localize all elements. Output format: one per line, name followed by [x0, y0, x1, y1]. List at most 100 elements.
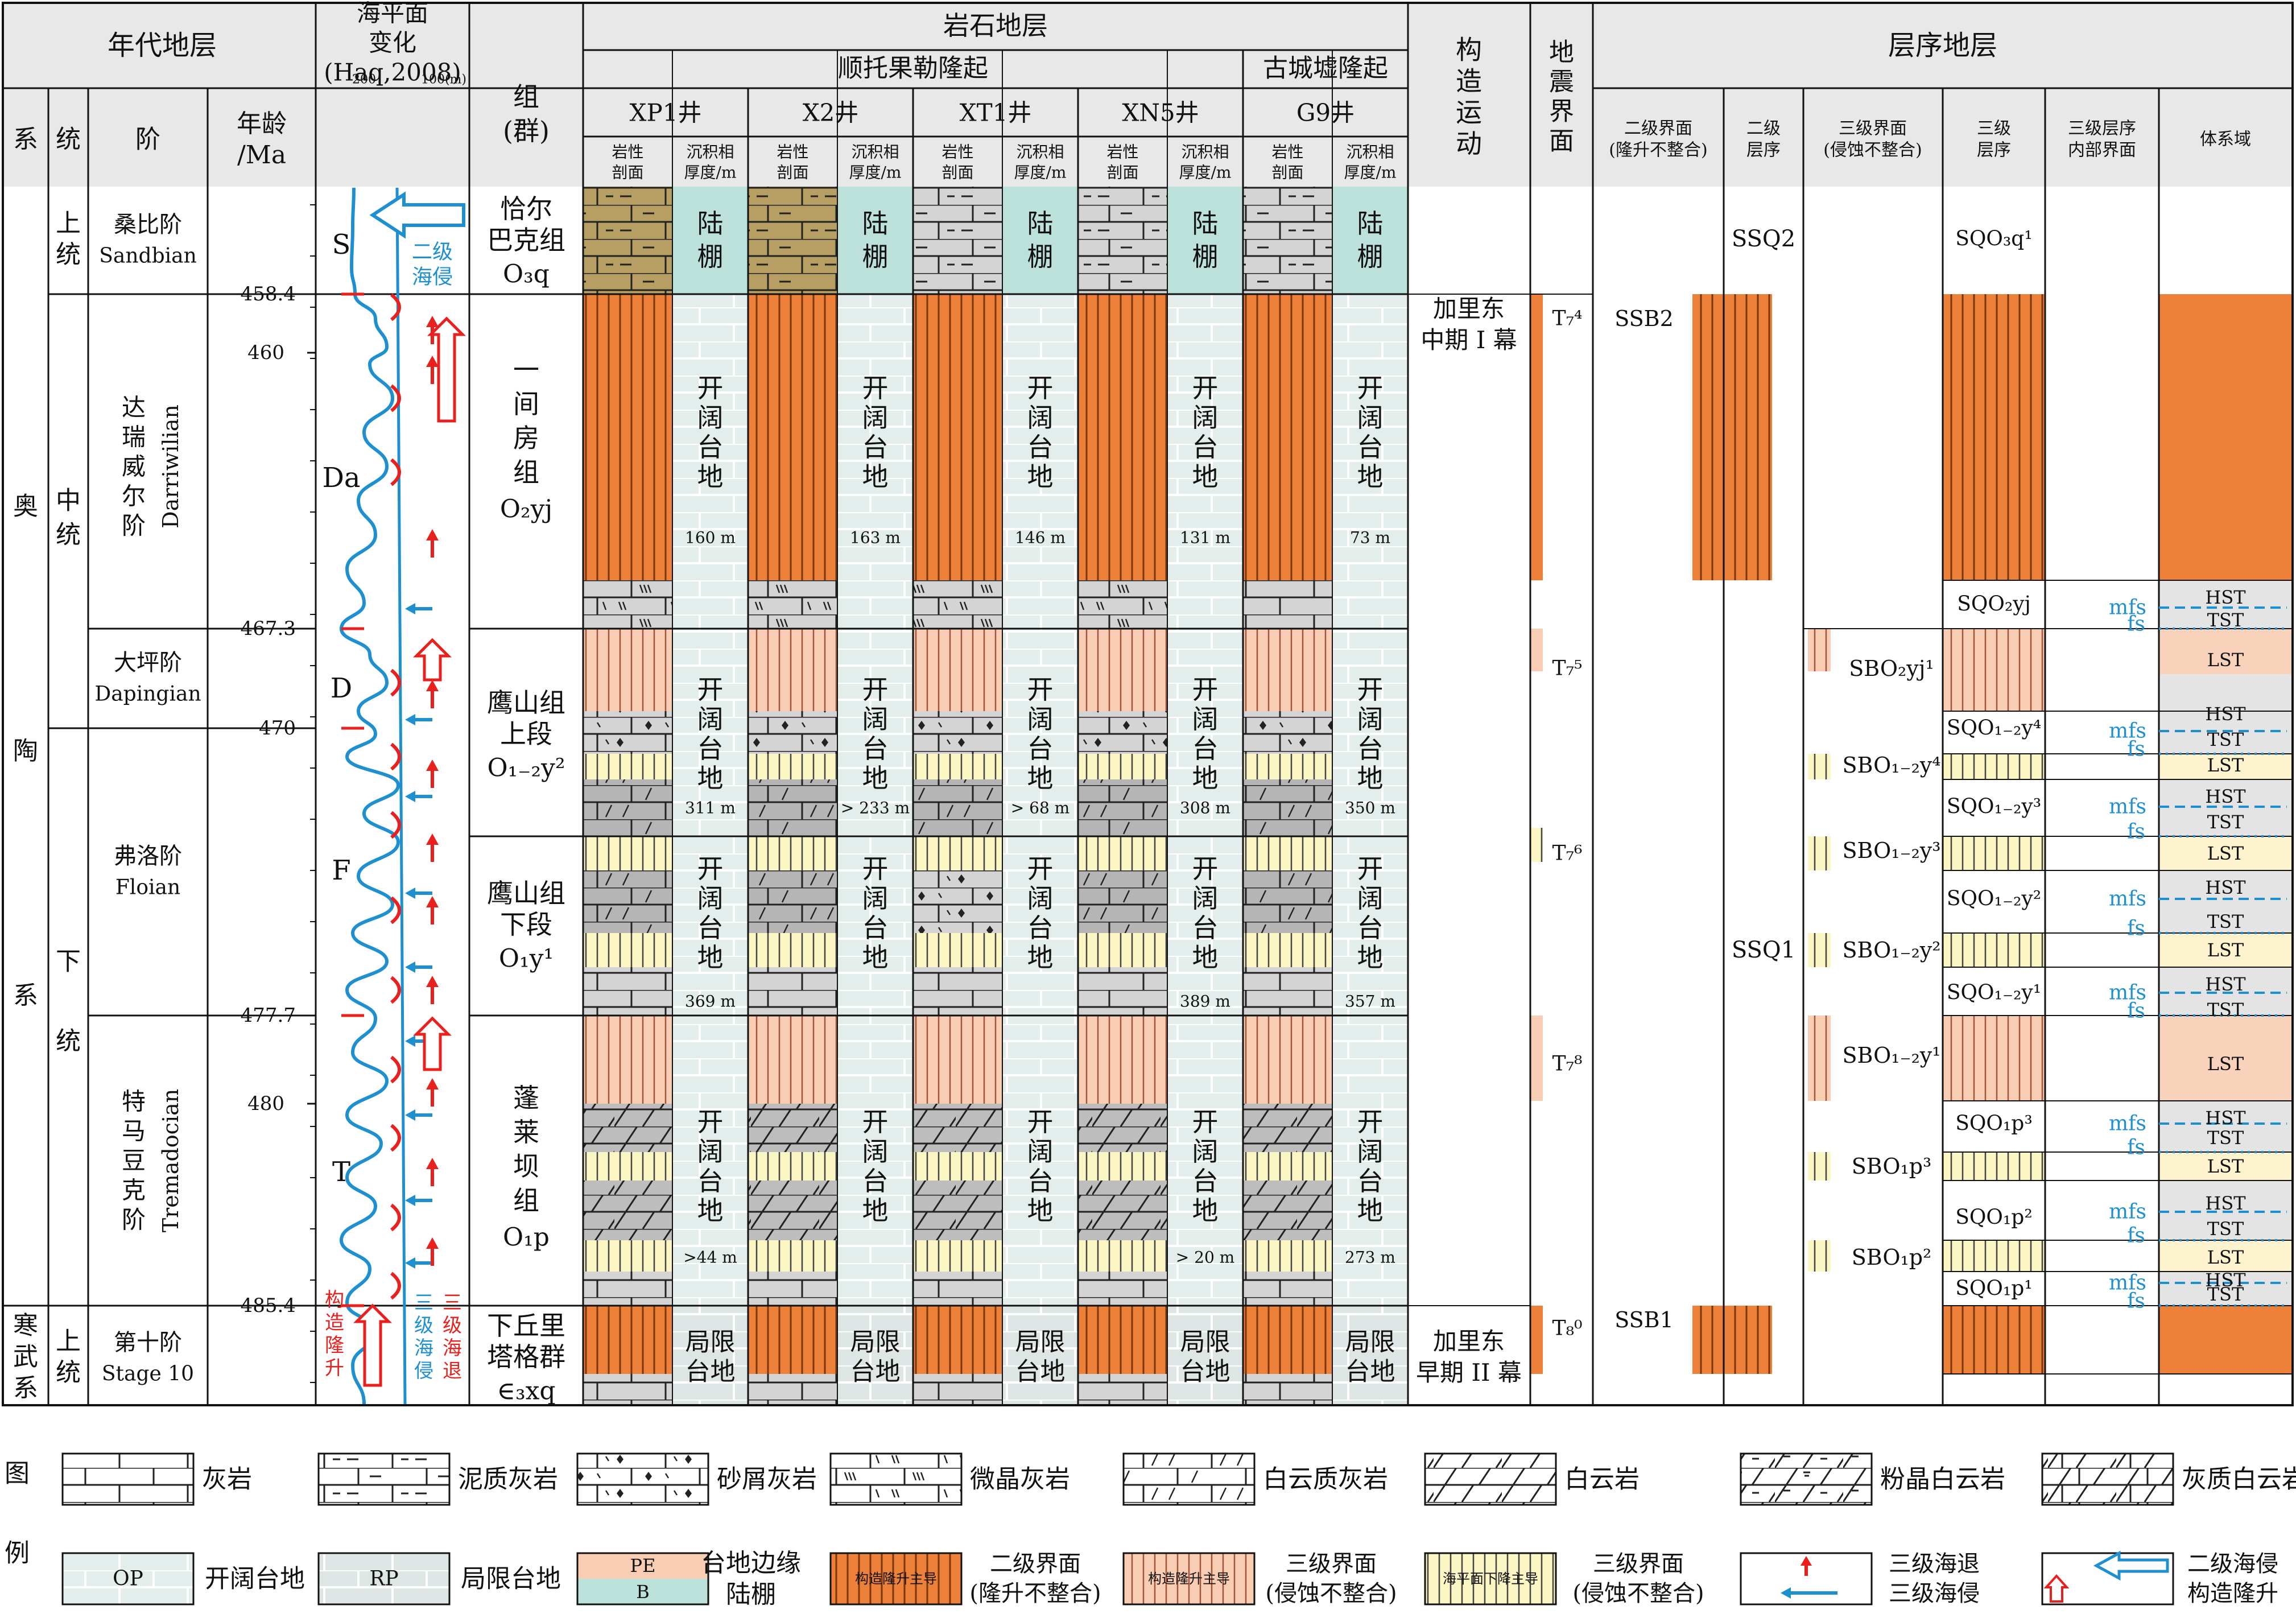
facies-label-open: 阔 [1192, 704, 1219, 734]
label-third-regression: 海 [443, 1337, 462, 1360]
formation-name: 房 [513, 423, 539, 453]
facies-open-platform [837, 629, 913, 836]
regression-arrow-head [426, 316, 439, 327]
tract-hst [2159, 674, 2293, 754]
header-well: G9井 [1296, 99, 1355, 127]
header-well: XT1井 [960, 99, 1032, 127]
mfs-label: mfs [2109, 1200, 2146, 1224]
label-third-regression: 退 [443, 1360, 462, 1382]
facies-label-open: 台 [1192, 913, 1219, 943]
facies-label-open: 地 [1357, 461, 1384, 492]
age-boundary: 485.4 [241, 1294, 296, 1317]
facies-open-platform [837, 836, 913, 1016]
header-lith-profile: 岩性 [777, 143, 808, 162]
tract-lst-yellow [2159, 1152, 2293, 1181]
label-second-transgression: 海侵 [412, 266, 453, 289]
stage-cn: 特 [122, 1088, 146, 1116]
formation-code: ∈₃xq [497, 1377, 555, 1406]
formation-name: 上段 [500, 719, 552, 749]
header-background [3, 3, 2293, 187]
seismic-boundary-label: T₇⁸ [1552, 1052, 1583, 1076]
formation-name: 组 [513, 457, 539, 488]
systems-tract-label: LST [2207, 754, 2244, 776]
facies-label-open: 地 [1192, 763, 1219, 794]
header-litho: 岩石地层 [943, 10, 1048, 41]
second-order-transgression-arrow [369, 191, 465, 239]
legend-b2-swatch [831, 1553, 961, 1604]
lithology-dolomite [913, 1181, 1002, 1240]
seismic-band-T80 [1530, 1306, 1543, 1374]
lithology-dolomitic-lime [1243, 870, 1332, 933]
header-well: XP1井 [630, 99, 702, 127]
lithology-dolomitic-lime [1078, 779, 1167, 836]
lithology-limestone [1243, 1272, 1332, 1306]
seismic-boundary-label: T₇⁴ [1552, 307, 1583, 331]
facies-shelf [1167, 187, 1243, 294]
facies-restricted-platform [837, 1306, 913, 1405]
facies-label-restricted: 台地 [686, 1357, 736, 1386]
age-boundary: 477.7 [241, 1004, 296, 1027]
lithology-yellow-band [1243, 1240, 1332, 1272]
system-ordovician: 系 [13, 981, 38, 1010]
tract-lst-yellow [2159, 836, 2293, 870]
systems-tract-label: HST [2205, 786, 2246, 807]
facies-open-platform [672, 1016, 748, 1306]
header-lith-profile: 岩性 [1106, 143, 1138, 162]
tectonic-uplift-arrow [353, 1303, 393, 1387]
systems-tract-label: HST [2205, 1269, 2246, 1291]
sqo-yellow-band [1943, 754, 2045, 779]
header-sealevel: 海平面 [357, 0, 428, 27]
facies-open-platform [672, 836, 748, 1016]
formation-code: O₂yj [500, 495, 552, 524]
header-facies-thickness: 沉积相 [851, 143, 899, 162]
tract-lst-yellow [2159, 1240, 2293, 1272]
facies-label-open: 阔 [862, 704, 889, 734]
facies-label-open: 开 [1192, 853, 1219, 884]
header-formation: (群) [503, 115, 550, 146]
formation-name: 下丘里 [487, 1310, 565, 1341]
frame [61, 1552, 195, 1605]
regression-arc [390, 668, 401, 697]
facies-label-open: 开 [1357, 1107, 1384, 1137]
systems-tract-label: HST [2205, 703, 2246, 725]
lithology-pink-band [913, 1016, 1002, 1104]
lithology-limestone [913, 967, 1002, 1016]
legend-swatch [577, 1454, 708, 1505]
lithology-pink-band [1078, 629, 1167, 711]
label-tectonic-uplift: 升 [325, 1357, 344, 1380]
lithology-cambrian-orange [583, 1306, 672, 1374]
header-seq-col: 体系域 [2200, 130, 2251, 150]
legend-label: 泥质灰岩 [458, 1465, 558, 1494]
regression-arc [390, 896, 401, 924]
lithology-yijianfang-lower [1243, 580, 1332, 629]
thickness-label: 357 m [1345, 992, 1395, 1011]
thickness-label: >44 m [683, 1248, 737, 1267]
lithology-yellow-band [913, 836, 1002, 870]
facies-label-restricted: 台地 [1180, 1357, 1230, 1386]
lithology-dolomitic-lime [1243, 779, 1332, 836]
lithology-dolomitic-lime [1078, 870, 1167, 933]
facies-label-open: 地 [697, 461, 724, 492]
ssb2-band [1692, 294, 1772, 580]
tract-hst [2159, 967, 2293, 1016]
facies-label-open: 开 [862, 674, 889, 705]
stage-cn: 阶 [122, 1206, 146, 1234]
sealevel-axis-100: 100(m) [421, 73, 466, 87]
series-middle: 统 [56, 521, 81, 550]
lithology-yellow-band [1078, 1240, 1167, 1272]
regression-arrow-head [426, 680, 439, 691]
header-facies-thickness: 厚度/m [849, 163, 902, 182]
facies-label-open: 开 [1027, 1107, 1054, 1137]
formation-code: O₁y¹ [499, 944, 554, 973]
facies-label-open: 地 [862, 763, 889, 794]
stage-letter: T [332, 1156, 350, 1188]
regression-arc [390, 384, 401, 412]
header-seq-col: 三级 [1977, 119, 2011, 139]
lithology-yellow-band [913, 1152, 1002, 1181]
regression-arrow-head [426, 356, 439, 367]
stage-cn: 阶 [122, 512, 146, 540]
stage-cn: 弗洛阶 [114, 843, 182, 869]
facies-label-open: 开 [697, 853, 724, 884]
lithology-yellow-band [583, 1240, 672, 1272]
systems-tract-label: TST [2207, 811, 2244, 833]
